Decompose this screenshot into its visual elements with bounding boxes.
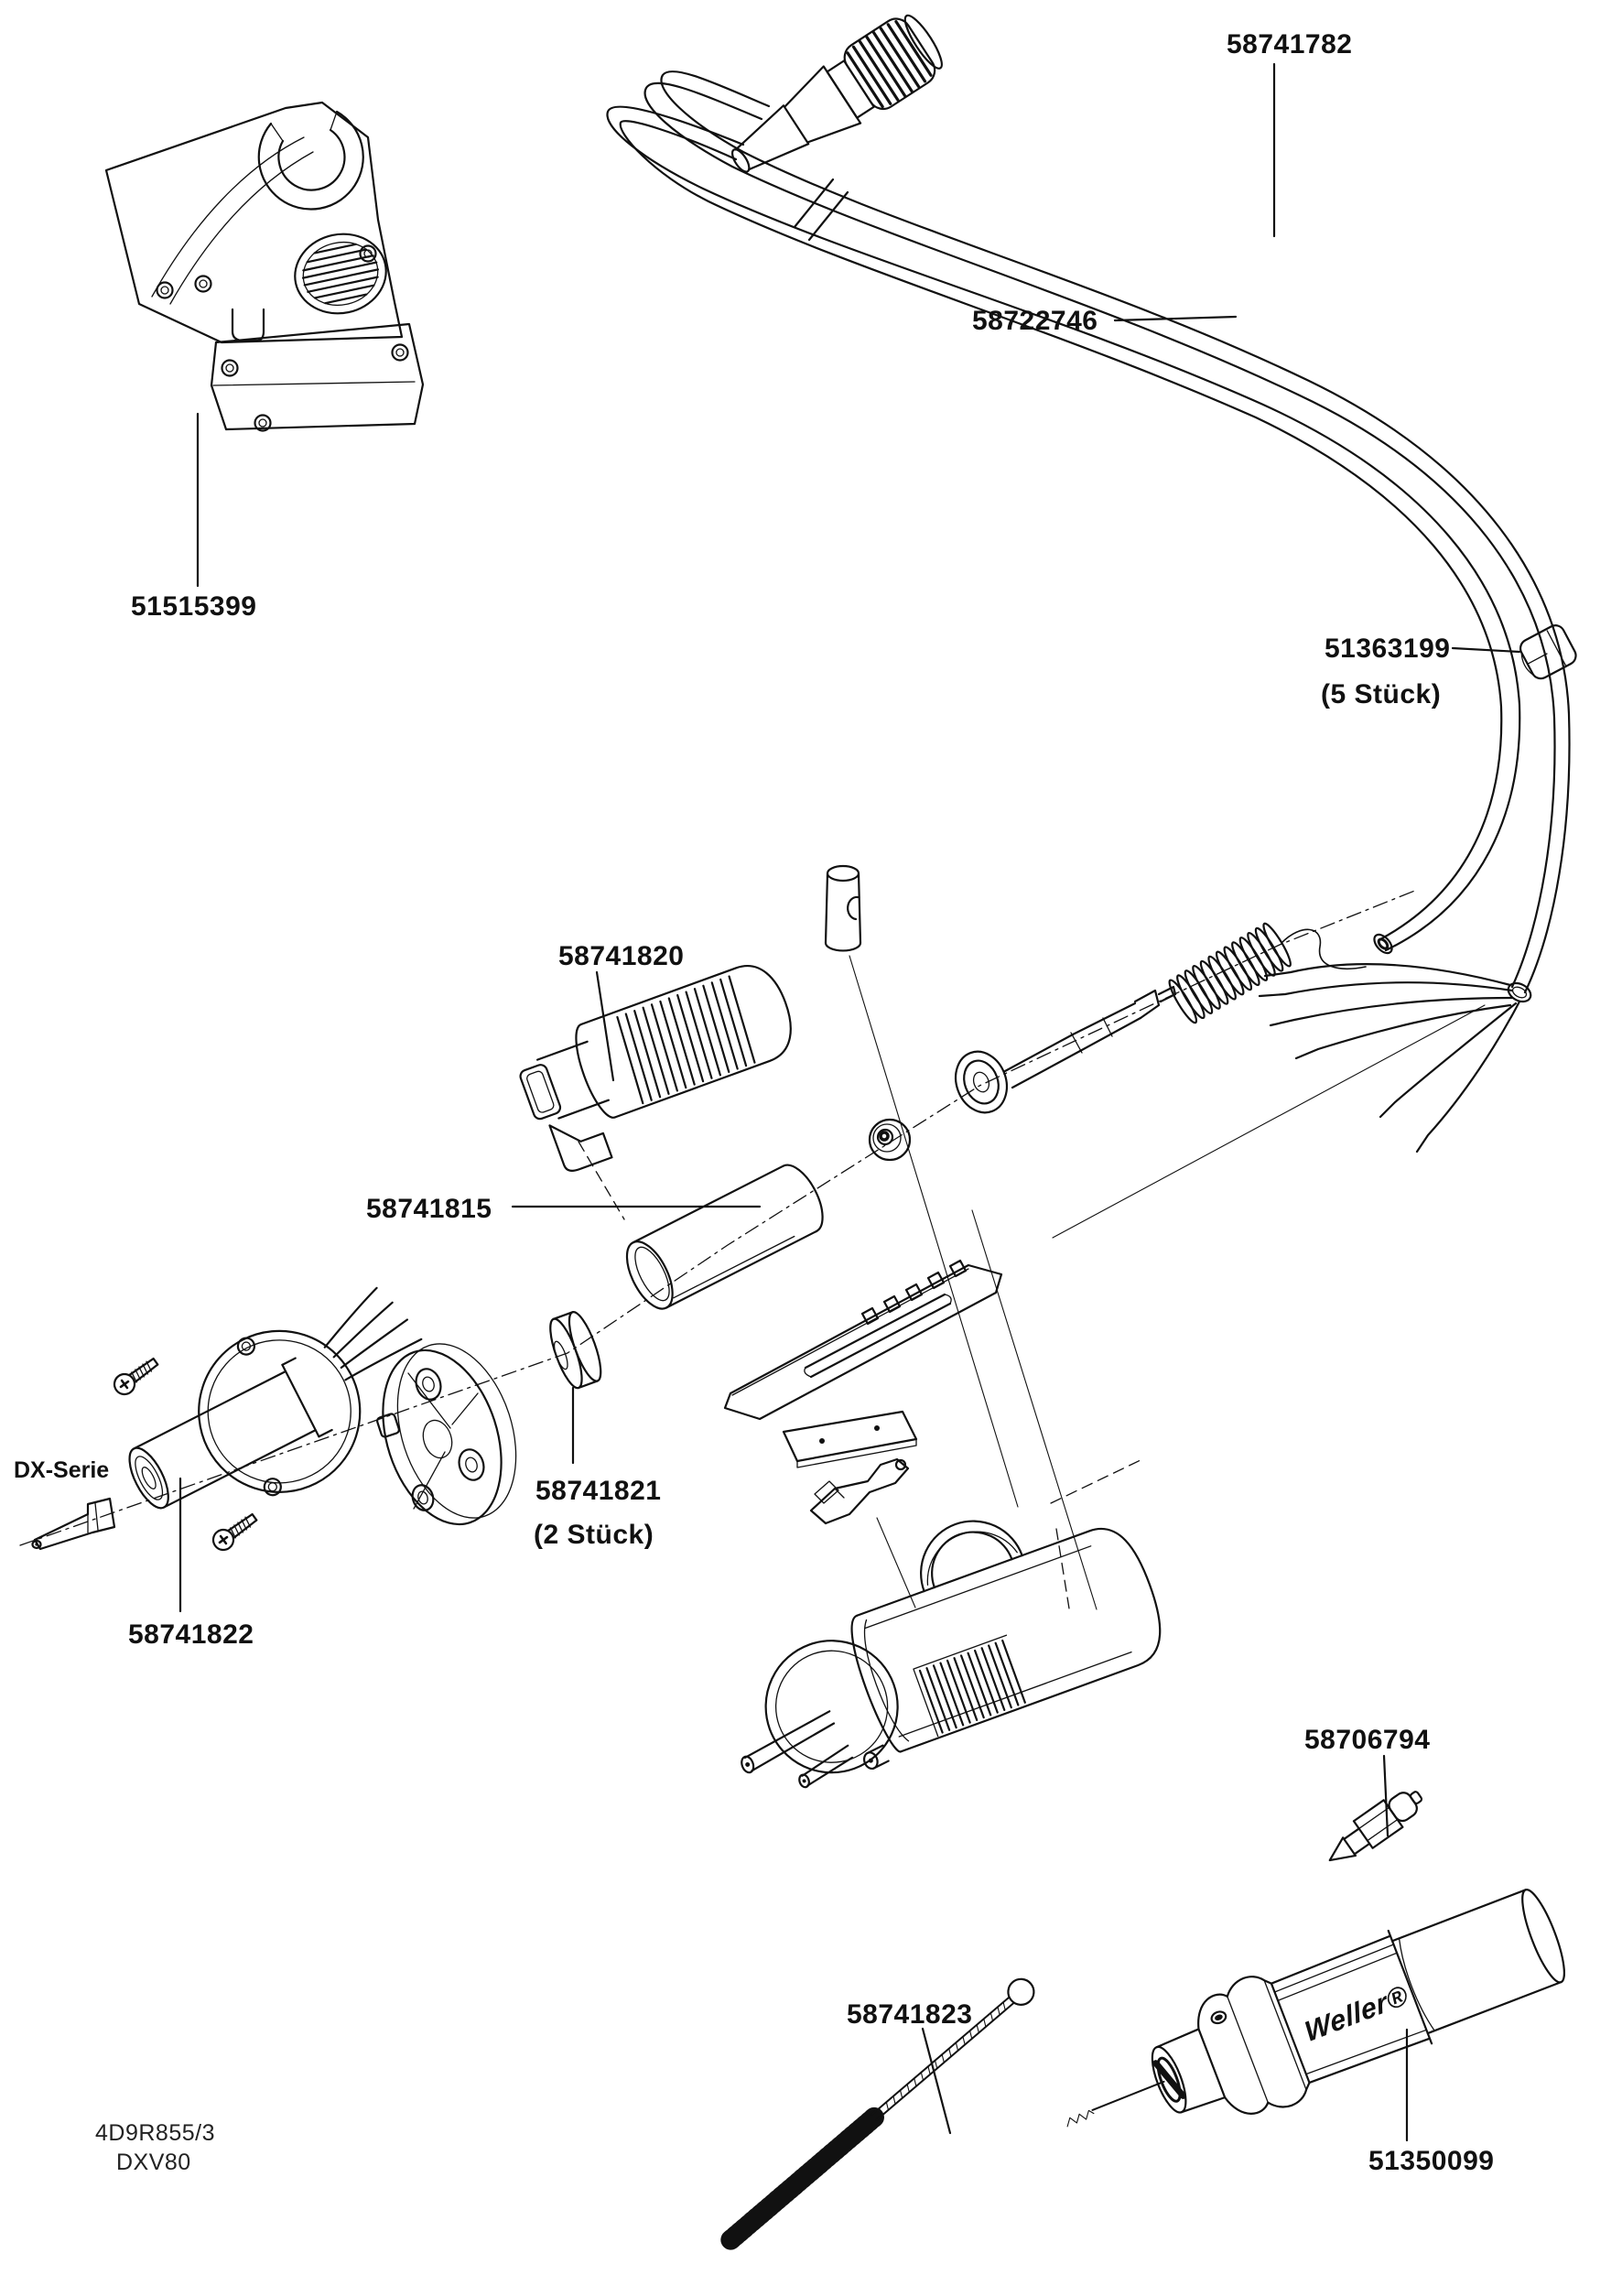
cable-clip-drawing <box>1519 624 1577 680</box>
part-label-clip: 51363199 <box>1325 634 1450 664</box>
part-label-dx-serie: DX-Serie <box>14 1457 109 1483</box>
heating-element-drawing <box>519 965 792 1172</box>
screw-upper <box>113 1357 159 1396</box>
part-label-brush: 58741823 <box>847 1999 972 2030</box>
housing-coil-windings <box>918 1639 1026 1734</box>
part-label-tube: 58741815 <box>366 1194 492 1224</box>
nozzle-tip-drawing <box>31 1497 116 1551</box>
stand-vent-hatch <box>301 243 380 305</box>
front-barrel-drawing <box>113 1286 423 1552</box>
part-label-seal: 58741821 <box>535 1476 661 1506</box>
cleaning-brush-drawing <box>720 1977 1035 2250</box>
part-label-sensor: 58706794 <box>1304 1725 1430 1755</box>
connector-plug-drawing <box>730 14 943 173</box>
contact-plate-drawing <box>782 1410 918 1468</box>
part-label-seal-qty: (2 Stück) <box>534 1520 654 1550</box>
stand-drawing <box>104 101 425 432</box>
frayed-wires <box>1258 962 1521 1153</box>
cable-break-marks <box>793 178 849 242</box>
main-housing-drawing <box>741 1520 1162 1789</box>
grommet-ring-drawing <box>868 1118 912 1162</box>
handle-slot <box>1152 2060 1186 2099</box>
flange-disc-drawing <box>376 1343 517 1526</box>
cord-and-hose-drawing <box>606 70 1571 1153</box>
barrel-wires <box>323 1286 423 1381</box>
part-label-handle: 51350099 <box>1368 2146 1494 2176</box>
handle-tool-drawing: Weller® <box>1066 1889 1565 2128</box>
small-cylinder-drawing <box>824 864 862 952</box>
part-label-stand: 51515399 <box>131 591 256 622</box>
ceramic-board-drawing <box>723 1259 1003 1421</box>
part-label-heater: 58741820 <box>558 941 684 971</box>
sensor-drawing <box>1328 1791 1423 1862</box>
model-text: DXV80 <box>116 2150 191 2175</box>
seal-washer-drawing <box>549 1310 602 1390</box>
part-label-hose: 58722746 <box>972 306 1098 336</box>
heater-coil-windings <box>616 975 756 1105</box>
drawing-footer: 4D9R855/3 DXV80 <box>95 2120 215 2175</box>
glass-tube-drawing <box>625 1164 824 1310</box>
assembly-axis-lines <box>19 889 1486 1610</box>
leader-lines <box>178 62 1521 2142</box>
part-label-clip-qty: (5 Stück) <box>1321 679 1441 709</box>
stand-rivets <box>156 244 409 432</box>
screw-lower <box>211 1512 258 1552</box>
spring-drawing <box>1168 922 1292 1024</box>
clip-bracket-drawing <box>809 1457 910 1525</box>
weller-logo-text: Weller® <box>1302 1978 1411 2049</box>
plunger-collar-drawing <box>954 985 1177 1114</box>
part-label-barrel: 58741822 <box>128 1619 254 1650</box>
part-labels: 51515399 58741782 58722746 51363199 (5 S… <box>14 29 1494 2176</box>
drawing-number-text: 4D9R855/3 <box>95 2120 215 2146</box>
heater-wire-squiggle <box>1281 928 1367 969</box>
part-label-cord: 58741782 <box>1227 29 1352 60</box>
